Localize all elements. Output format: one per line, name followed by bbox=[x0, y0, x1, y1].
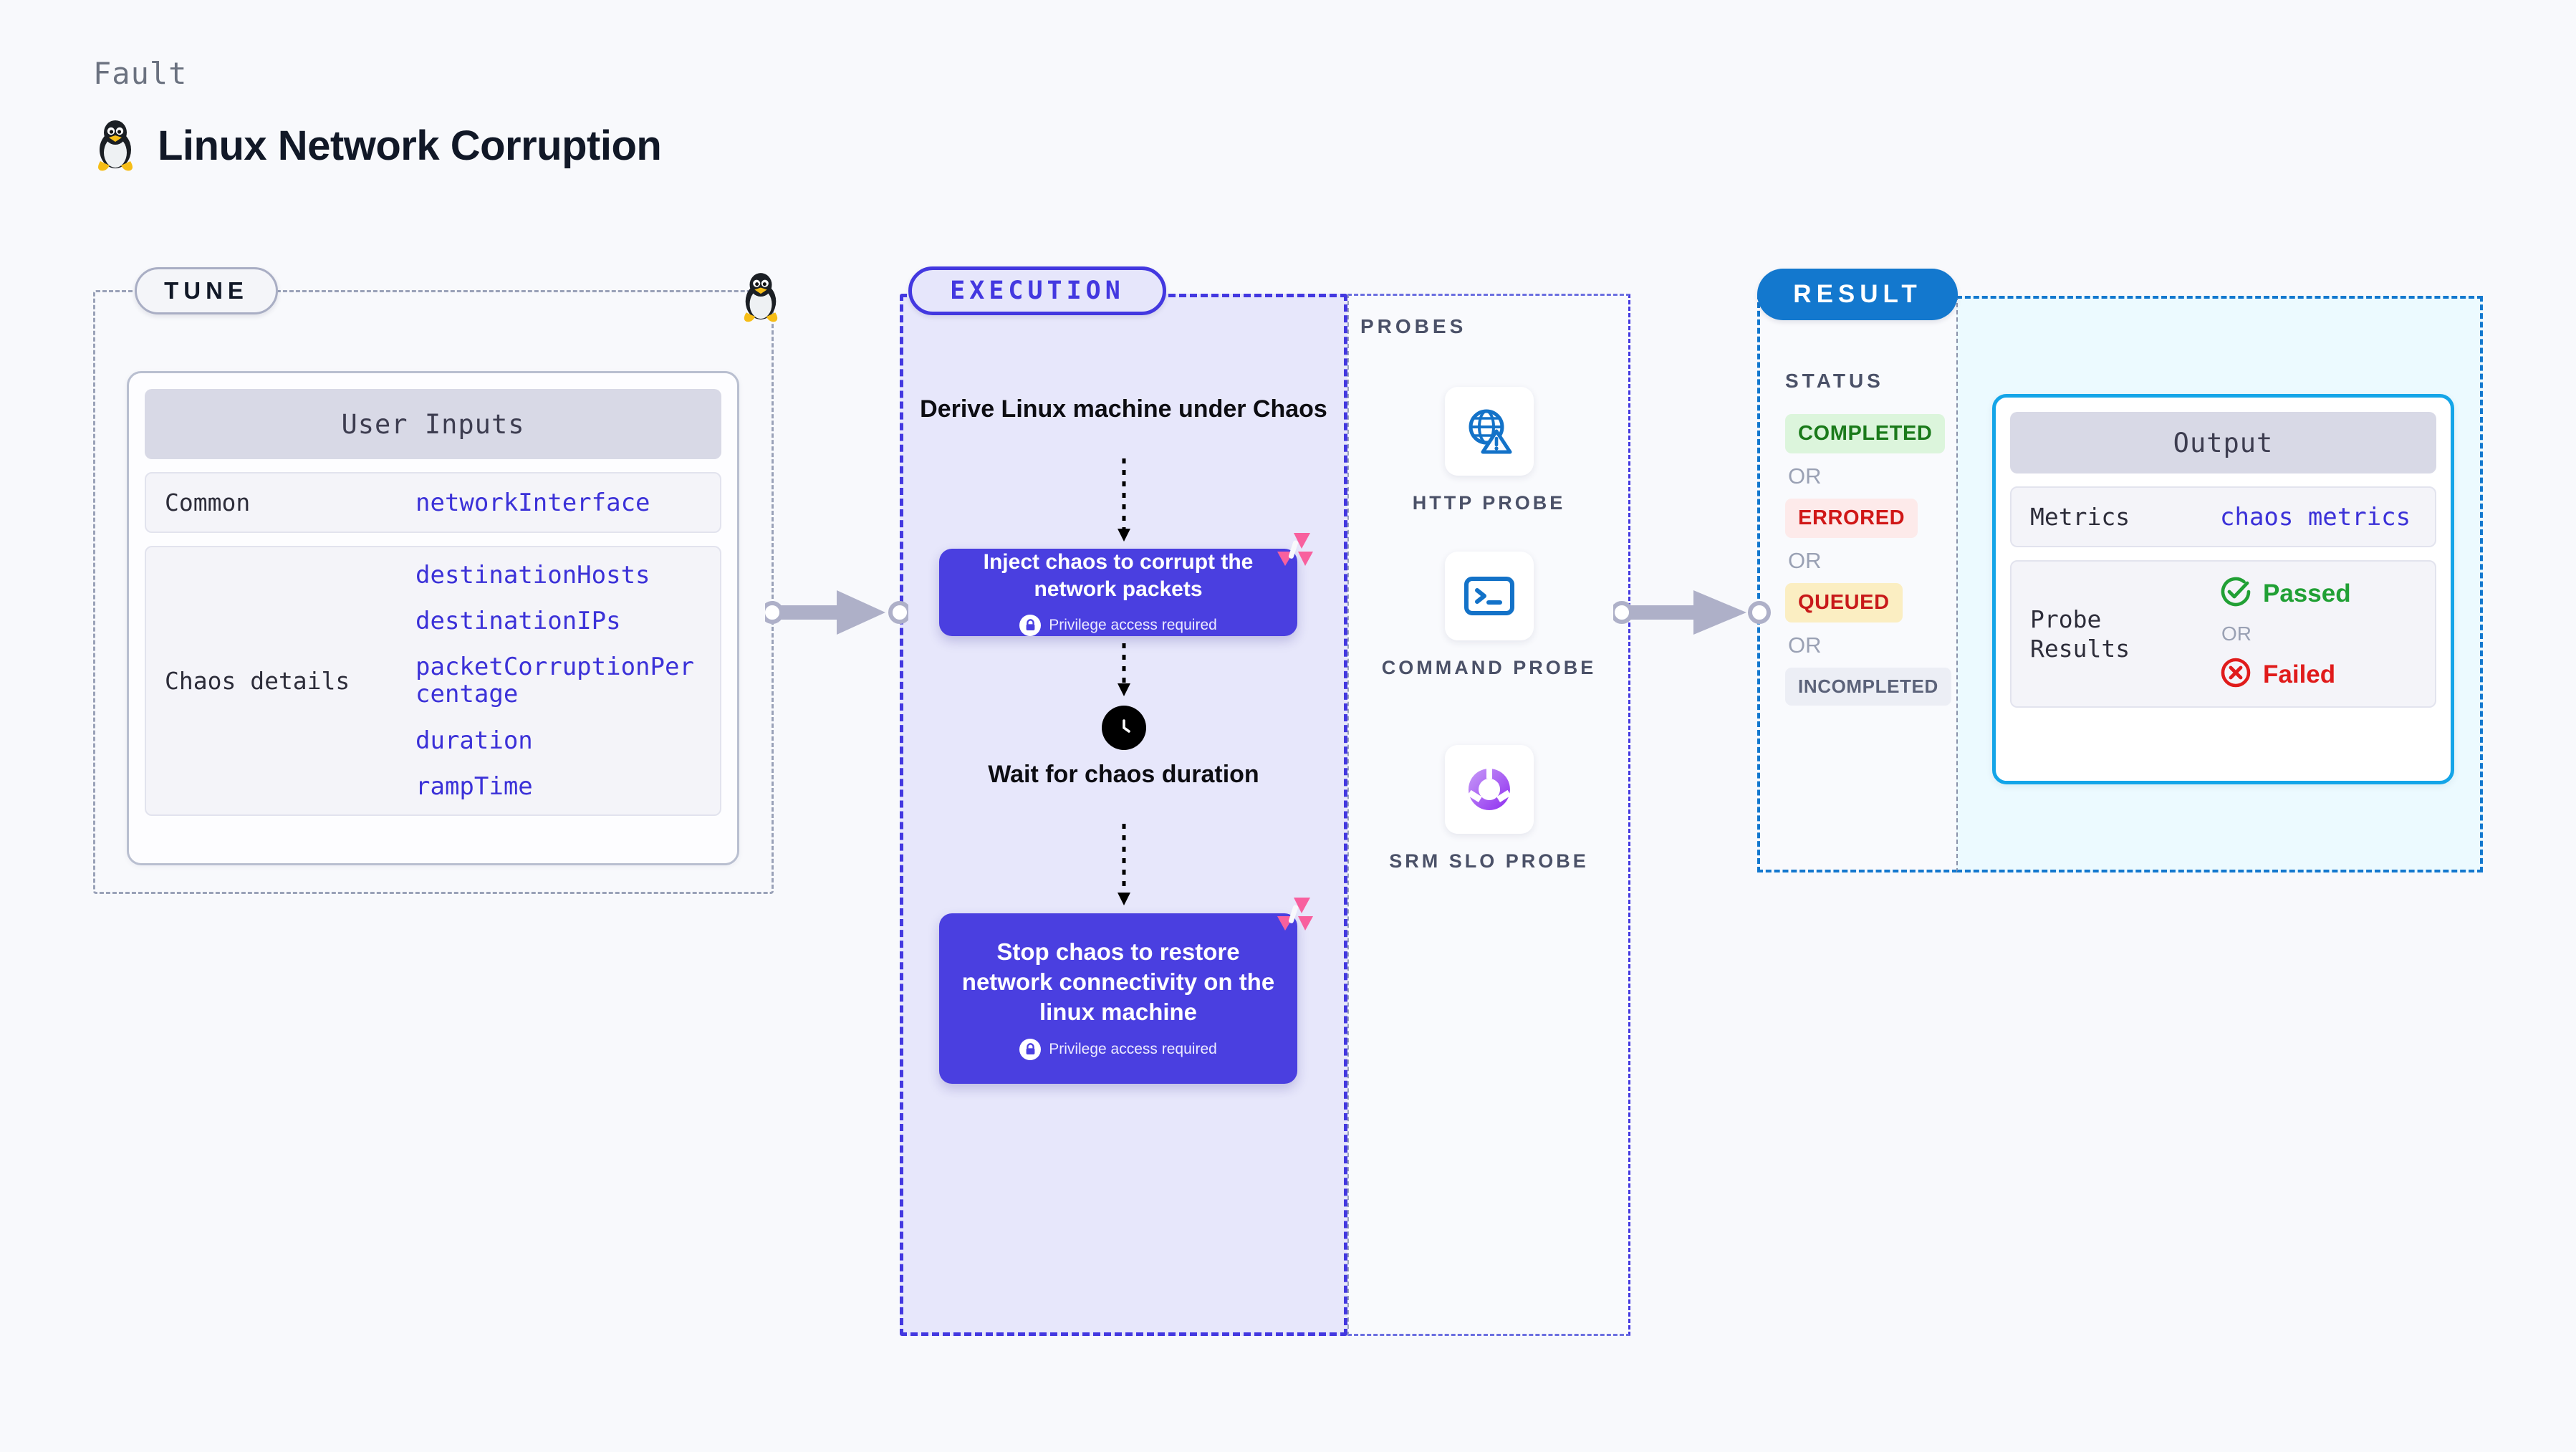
privilege-note: Privilege access required bbox=[1019, 615, 1217, 637]
x-circle-icon bbox=[2220, 657, 2251, 692]
tune-region bbox=[93, 290, 774, 894]
tune-value[interactable]: networkInterface bbox=[415, 488, 650, 517]
probe-label: HTTP PROBE bbox=[1412, 492, 1566, 514]
output-row-key: Probe Results bbox=[2030, 605, 2130, 663]
status-badge-completed: COMPLETED bbox=[1785, 414, 1946, 453]
execution-pill[interactable]: EXECUTION bbox=[908, 266, 1166, 315]
flow-arrow-3 bbox=[1118, 824, 1130, 905]
status-label: STATUS bbox=[1785, 370, 1884, 392]
clock-icon bbox=[1102, 706, 1146, 750]
privilege-note: Privilege access required bbox=[1019, 1039, 1217, 1061]
globe-alert-icon bbox=[1444, 387, 1534, 476]
probes-label: PROBES bbox=[1360, 315, 1467, 337]
probe-result-failed: Failed bbox=[2220, 657, 2351, 692]
privilege-note-text: Privilege access required bbox=[1049, 617, 1217, 634]
output-row-metrics: Metrics chaos metrics bbox=[2010, 486, 2436, 548]
flow-arrow-1 bbox=[1118, 458, 1130, 542]
connector-tune-to-execution bbox=[765, 590, 908, 635]
or-separator: OR bbox=[2221, 622, 2251, 645]
tune-row-chaos-details: Chaos details destinationHosts destinati… bbox=[145, 546, 721, 816]
connector-execution-to-result bbox=[1613, 590, 1771, 635]
probe-http[interactable]: HTTP PROBE bbox=[1347, 387, 1630, 517]
or-separator: OR bbox=[1788, 633, 1822, 658]
chaos-node-stop[interactable]: Stop chaos to restore network connectivi… bbox=[939, 898, 1313, 1084]
chaos-node-text: Inject chaos to corrupt the network pack… bbox=[983, 549, 1254, 601]
status-badge-queued: QUEUED bbox=[1785, 583, 1903, 622]
probe-command[interactable]: COMMAND PROBE bbox=[1347, 552, 1630, 682]
probe-result-passed-text: Passed bbox=[2263, 579, 2351, 607]
tune-row-common: Common networkInterface bbox=[145, 472, 721, 534]
tune-value[interactable]: rampTime bbox=[415, 771, 533, 801]
chaos-node-inject[interactable]: Inject chaos to corrupt the network pack… bbox=[939, 533, 1313, 637]
execution-region bbox=[900, 294, 1347, 1336]
linux-penguin-icon bbox=[93, 118, 138, 173]
chaos-node-text: Stop chaos to restore network connectivi… bbox=[961, 938, 1275, 1026]
check-circle-icon bbox=[2220, 576, 2251, 611]
user-inputs-card: User Inputs Common networkInterface Chao… bbox=[127, 371, 739, 865]
page-kicker: Fault bbox=[93, 56, 188, 91]
output-card: Output Metrics chaos metrics Probe Resul… bbox=[1992, 394, 2454, 784]
result-pill[interactable]: RESULT bbox=[1757, 269, 1958, 320]
output-row-values: chaos metrics bbox=[2220, 502, 2411, 532]
lock-icon bbox=[1019, 615, 1042, 637]
tune-value[interactable]: destinationIPs bbox=[415, 607, 621, 636]
derive-machine-label: Derive Linux machine under Chaos bbox=[920, 395, 1327, 423]
metrics-value[interactable]: chaos metrics bbox=[2220, 502, 2411, 532]
litmus-logo-icon bbox=[1274, 895, 1313, 934]
status-badge-errored: ERRORED bbox=[1785, 499, 1918, 538]
tune-pill[interactable]: TUNE bbox=[135, 267, 278, 314]
tune-row-key: Common bbox=[165, 489, 251, 516]
tune-row-values: destinationHosts destinationIPs packetCo… bbox=[415, 561, 701, 801]
privilege-note-text: Privilege access required bbox=[1049, 1041, 1217, 1058]
status-badge-incompleted: INCOMPLETED bbox=[1785, 668, 1951, 706]
flow-arrow-2 bbox=[1118, 643, 1130, 696]
tune-value[interactable]: packetCorruptionPercentage bbox=[415, 653, 694, 709]
wait-duration-label: Wait for chaos duration bbox=[988, 761, 1259, 788]
or-separator: OR bbox=[1788, 463, 1822, 489]
probe-result-failed-text: Failed bbox=[2263, 660, 2336, 688]
tune-value[interactable]: duration bbox=[415, 726, 533, 755]
page-title: Linux Network Corruption bbox=[158, 122, 662, 169]
tune-row-key: Chaos details bbox=[165, 666, 350, 695]
terminal-icon bbox=[1444, 552, 1534, 640]
litmus-logo-icon bbox=[1274, 530, 1313, 569]
probe-srm-slo[interactable]: SRM SLO PROBE bbox=[1347, 745, 1630, 875]
probe-label: SRM SLO PROBE bbox=[1389, 850, 1589, 872]
probe-result-passed: Passed bbox=[2220, 576, 2351, 611]
output-row-probe-results: Probe Results Passed OR bbox=[2010, 560, 2436, 708]
tune-row-values: networkInterface bbox=[415, 489, 650, 516]
probe-results-values: Passed OR Failed bbox=[2220, 576, 2351, 692]
output-title: Output bbox=[2010, 412, 2436, 473]
page-title-row: Linux Network Corruption bbox=[93, 118, 662, 173]
or-separator: OR bbox=[1788, 548, 1822, 573]
output-row-key: Metrics bbox=[2030, 503, 2130, 531]
lock-icon bbox=[1019, 1039, 1042, 1061]
status-list: COMPLETED OR ERRORED OR QUEUED OR INCOMP… bbox=[1785, 414, 1951, 706]
tune-linux-penguin-icon bbox=[739, 271, 782, 327]
probe-label: COMMAND PROBE bbox=[1381, 657, 1597, 678]
tune-value[interactable]: destinationHosts bbox=[415, 561, 650, 590]
slo-donut-check-icon bbox=[1444, 745, 1534, 834]
user-inputs-title: User Inputs bbox=[145, 389, 721, 459]
